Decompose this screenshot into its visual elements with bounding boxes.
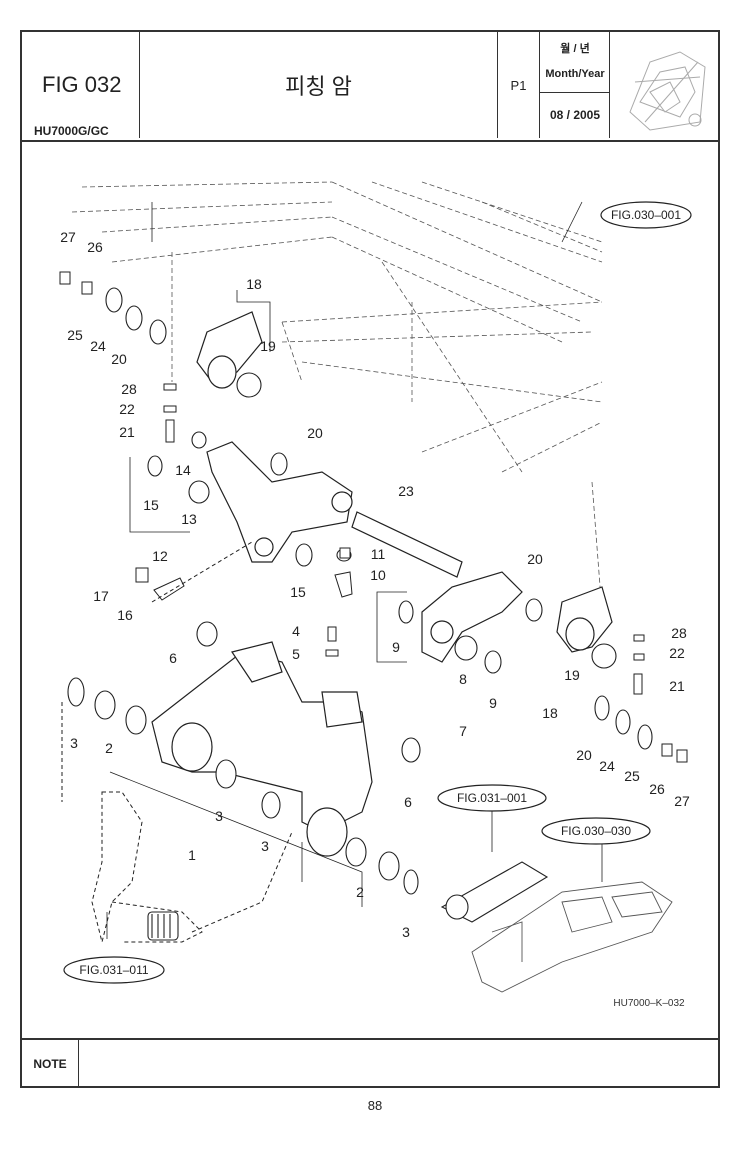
- callout: 11: [371, 546, 386, 562]
- shaft: [351, 511, 463, 578]
- callout: 14: [175, 462, 191, 478]
- callout: 27: [674, 793, 690, 809]
- callout: 17: [93, 588, 109, 604]
- leader-lines: [106, 201, 603, 939]
- callout: 25: [67, 327, 83, 343]
- date-box: 월 / 년 Month/Year 08 / 2005: [540, 32, 610, 138]
- ref-fig030-001: FIG.030–001: [611, 208, 681, 222]
- ref-bubbles: [63, 201, 692, 984]
- callout: 3: [402, 924, 410, 940]
- callout: 22: [119, 401, 135, 417]
- callout: 21: [119, 424, 135, 440]
- callout-labels: 27 26 25 24 20 18 19 28 22 21 20 14 15 1…: [60, 229, 690, 940]
- callout: 16: [117, 607, 133, 623]
- callout: 6: [169, 650, 177, 666]
- date-label-ko: 월 / 년: [560, 43, 590, 55]
- drawing-code: HU7000–K–032: [613, 998, 685, 1009]
- callout: 18: [246, 276, 262, 292]
- fig-id: FIG 032: [42, 72, 122, 97]
- note-row: NOTE: [22, 1038, 718, 1088]
- exploded-diagram: FIG.030–001 FIG.031–001 FIG.030–030 FIG.…: [59, 181, 692, 1009]
- date-value: 08 / 2005: [549, 108, 601, 122]
- callout: 19: [564, 667, 580, 683]
- divider: [540, 92, 610, 93]
- callout: 15: [290, 584, 306, 600]
- note-label: NOTE: [22, 1040, 79, 1088]
- callout: 22: [669, 645, 685, 661]
- date-label-en: Month/Year: [545, 68, 605, 80]
- callout: 25: [624, 768, 640, 784]
- callout: 24: [599, 758, 615, 774]
- hardware: [59, 271, 688, 763]
- callout: 2: [356, 884, 364, 900]
- callout: 20: [527, 551, 543, 567]
- callout: 18: [542, 705, 558, 721]
- callout: 4: [292, 623, 300, 639]
- ref-fig030-030: FIG.030–030: [561, 824, 631, 838]
- callout: 3: [70, 735, 78, 751]
- callout: 10: [370, 567, 386, 583]
- model-name: HU7000G/GC: [34, 124, 109, 138]
- callout: 20: [307, 425, 323, 441]
- fig-cell: FIG 032 HU7000G/GC: [22, 32, 140, 138]
- callout: 19: [260, 338, 276, 354]
- callout: 23: [398, 483, 414, 499]
- ref-fig031-001: FIG.031–001: [457, 791, 527, 805]
- page-number: 88: [367, 1098, 383, 1113]
- callout: 3: [261, 838, 269, 854]
- callout: 6: [404, 794, 412, 810]
- lower-assembly: [471, 881, 673, 993]
- callout: 5: [292, 646, 300, 662]
- callout: 9: [392, 639, 400, 655]
- callout: 1: [188, 847, 196, 863]
- callout: 24: [90, 338, 106, 354]
- header: FIG 032 HU7000G/GC 피칭 암 P1 월 / 년 Month/Y…: [22, 32, 718, 142]
- callout: 27: [60, 229, 76, 245]
- callout: 2: [105, 740, 113, 756]
- page-code: P1: [498, 32, 540, 138]
- callout: 9: [489, 695, 497, 711]
- machine-thumbnail: [610, 32, 718, 138]
- callout: 21: [669, 678, 685, 694]
- linkage-dashed: [61, 541, 293, 943]
- callout: 26: [87, 239, 103, 255]
- callout: 13: [181, 511, 197, 527]
- callout: 15: [143, 497, 159, 513]
- page-title: 피칭 암: [140, 32, 498, 138]
- callout: 28: [671, 625, 687, 641]
- callout: 20: [576, 747, 592, 763]
- callout: 26: [649, 781, 665, 797]
- page-frame: FIG 032 HU7000G/GC 피칭 암 P1 월 / 년 Month/Y…: [20, 30, 720, 1088]
- pitching-arm-right: [421, 571, 523, 663]
- main-bracket: [151, 641, 373, 857]
- callout: 12: [152, 548, 168, 564]
- callout: 20: [111, 351, 127, 367]
- pitching-arm-upper: [206, 441, 353, 563]
- ref-fig031-011: FIG.031–011: [79, 963, 148, 977]
- rings: [67, 287, 653, 895]
- callout: 7: [459, 723, 467, 739]
- callout: 8: [459, 671, 467, 687]
- callout: 3: [215, 808, 223, 824]
- bracket-18: [196, 311, 613, 653]
- coupler: [147, 861, 549, 941]
- callout: 28: [121, 381, 137, 397]
